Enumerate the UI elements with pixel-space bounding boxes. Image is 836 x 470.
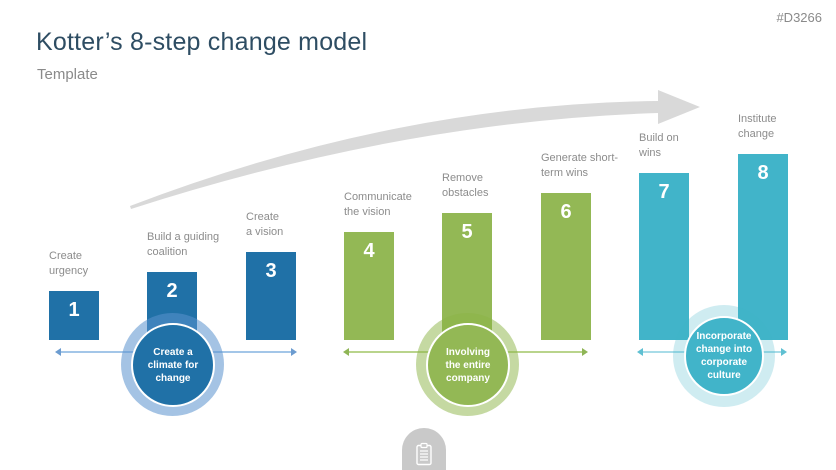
step-label-1: Create urgency (49, 249, 88, 279)
step-number: 5 (461, 221, 473, 243)
step-bar-3: 3 (246, 252, 296, 340)
step-label-line: obstacles (442, 187, 489, 199)
step-label-4: Communicate the vision (344, 190, 412, 220)
step-label-line: coalition (147, 246, 188, 258)
step-bar-8: 8 (738, 154, 788, 340)
page-subtitle: Template (37, 66, 98, 83)
step-label-8: Institute change (738, 112, 777, 142)
step-number: 6 (560, 201, 572, 223)
circle-text-line: change into (695, 344, 753, 355)
step-label-line: Communicate (344, 191, 412, 203)
arrow-right-icon (781, 348, 787, 356)
step-label-6: Generate short- term wins (541, 151, 618, 181)
circle-text-line: company (446, 372, 490, 384)
page-title: Kotter’s 8-step change model (36, 28, 368, 56)
step-number: 8 (757, 162, 769, 184)
step-bar-1: 1 (49, 291, 99, 340)
step-label-line: Institute (738, 113, 777, 125)
circle-text-line: climate for (147, 359, 199, 371)
circle-text-line: Create a (153, 346, 193, 358)
arrow-left-icon (637, 348, 643, 356)
clipboard-icon (416, 442, 432, 466)
step-label-7: Build on wins (639, 131, 679, 161)
step-number: 2 (166, 280, 178, 302)
step-label-line: Remove (442, 172, 483, 184)
step-label-3: Create a vision (246, 210, 283, 240)
step-label-line: a vision (246, 226, 284, 238)
step-number: 7 (658, 181, 670, 203)
step-label-line: Generate short- (541, 152, 619, 164)
step-label-line: wins (639, 147, 662, 159)
step-label-line: Build a guiding (147, 231, 220, 243)
step-label-2: Build a guiding coalition (147, 230, 219, 260)
product-code: #D3266 (776, 10, 822, 25)
arrow-left-icon (343, 348, 349, 356)
step-label-line: term wins (541, 167, 589, 179)
step-bar-6: 6 (541, 193, 591, 340)
step-bar-4: 4 (344, 232, 394, 340)
footer-tab (402, 428, 446, 470)
step-bar-7: 7 (639, 173, 689, 340)
step-label-5: Remove obstacles (442, 171, 488, 201)
arrow-right-icon (291, 348, 297, 356)
step-number: 4 (363, 240, 375, 262)
step-label-line: change (738, 128, 775, 140)
step-label-line: urgency (49, 265, 89, 277)
step-label-line: Create (49, 250, 83, 262)
circle-text-line: Involving (446, 346, 490, 358)
phase-circle-climate: Create a climate for change (131, 323, 215, 407)
circle-text-line: corporate (700, 357, 748, 368)
step-label-line: the vision (344, 206, 391, 218)
step-number: 1 (68, 299, 80, 321)
phase-circle-incorporate: Incorporate change into corporate cultur… (684, 316, 764, 396)
circle-text-line: Incorporate (696, 331, 752, 342)
phase-circle-involving: Involving the entire company (426, 323, 510, 407)
circle-text-line: culture (707, 370, 741, 381)
arrow-right-icon (582, 348, 588, 356)
circle-text-line: change (155, 372, 191, 384)
step-label-line: Create (246, 211, 280, 223)
step-number: 3 (265, 260, 277, 282)
circle-text-line: the entire (445, 359, 491, 371)
arrow-left-icon (55, 348, 61, 356)
step-label-line: Build on (639, 132, 679, 144)
